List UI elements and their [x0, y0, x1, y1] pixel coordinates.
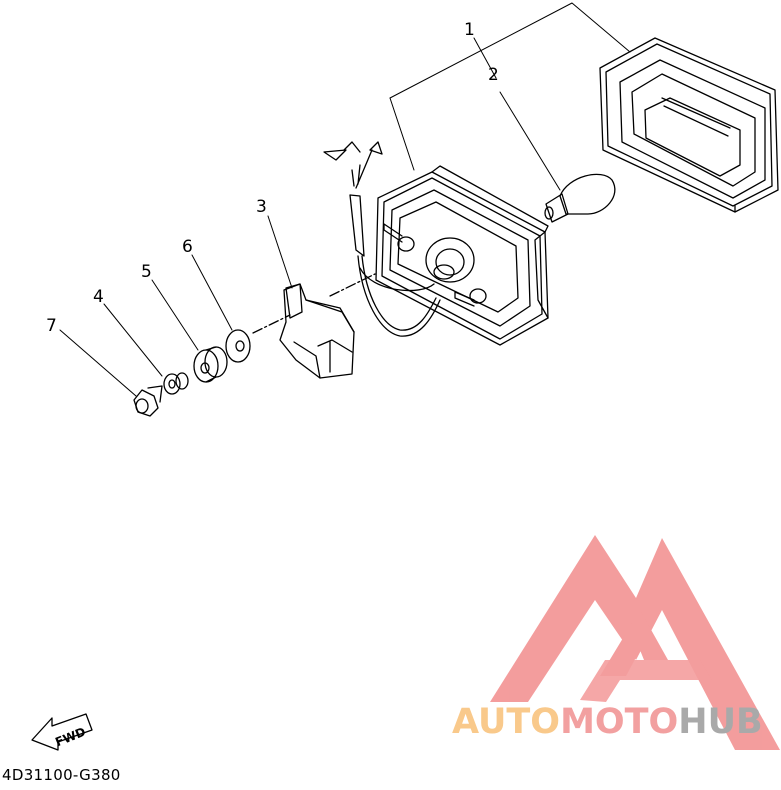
wire-harness [323, 141, 441, 337]
brand-auto: AUTO [452, 702, 561, 742]
washer-small [163, 372, 189, 395]
callout-2: 2 [488, 65, 499, 85]
bracket [279, 283, 355, 379]
callout-1: 1 [464, 20, 475, 40]
callout-4: 4 [93, 287, 104, 307]
lamp-lens-cover [599, 37, 779, 213]
fwd-arrow: FWD [31, 713, 93, 751]
bulb [544, 173, 616, 223]
watermark-brand: AUTOMOTOHUB [452, 702, 763, 742]
brand-moto: MOTO [560, 702, 679, 742]
assembly-axis [252, 273, 376, 334]
callout-3: 3 [256, 197, 267, 217]
leader-lines [59, 2, 631, 397]
callout-numbers: 1 2 3 6 5 4 7 [46, 20, 499, 336]
lamp-housing [375, 165, 549, 346]
drawing-code: 4D31100-G380 [2, 766, 121, 784]
brand-hub: HUB [678, 702, 763, 742]
grommet [193, 346, 228, 383]
callout-5: 5 [141, 262, 152, 282]
washer-large [225, 329, 251, 363]
nut [133, 385, 163, 417]
callout-7: 7 [46, 316, 57, 336]
watermark-logo [490, 535, 780, 750]
callout-6: 6 [182, 237, 193, 257]
